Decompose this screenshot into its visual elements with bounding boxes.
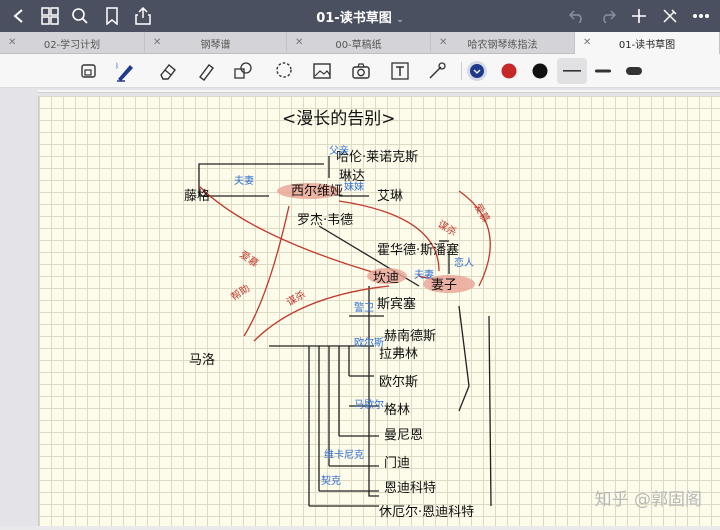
stroke-medium[interactable] — [590, 58, 616, 84]
node-label: 格林 — [384, 402, 410, 418]
color-swatch-blue[interactable] — [464, 58, 490, 84]
grid-icon[interactable] — [39, 5, 61, 27]
shapes-icon[interactable] — [230, 58, 256, 84]
tab-label: 01-读书草图 — [618, 39, 676, 51]
bookmark-icon[interactable] — [101, 5, 123, 27]
node-label: 藤格 — [184, 188, 210, 204]
red-note: 谋杀 — [436, 217, 460, 238]
node-label: 斯宾塞 — [377, 296, 416, 312]
node-label: 霍华德·斯潘塞 — [377, 242, 459, 258]
node-label: 琳达 — [339, 169, 365, 184]
blue-note: 警卫 — [354, 301, 374, 314]
blue-note: 父亲 — [329, 144, 349, 157]
highlight-oval — [367, 268, 407, 284]
page-edge — [38, 90, 720, 93]
tab-bar: ✕ 02-学习计划 ✕ 钢琴谱 ✕ 00-草稿纸 ✕ 哈农钢琴练指法 ✕ 01-读书草图 — [0, 32, 720, 54]
node-label: 赫南德斯 — [384, 328, 436, 344]
drawing-toolbar: ᛒ — [0, 54, 720, 88]
blue-note: 契克 — [321, 474, 341, 487]
back-icon[interactable] — [8, 5, 30, 27]
red-note: 帮助 — [228, 281, 252, 303]
redo-icon[interactable] — [597, 5, 619, 27]
tab-draft-paper[interactable]: ✕ 00-草稿纸 — [287, 32, 431, 54]
pen-icon[interactable]: ᛒ — [113, 58, 139, 84]
watermark: 知乎 @郭固阁 — [594, 490, 702, 510]
node-label: 艾琳 — [377, 189, 403, 204]
tab-label: 哈农钢琴练指法 — [467, 39, 538, 51]
edit-icon[interactable] — [659, 5, 681, 27]
tab-label: 钢琴谱 — [200, 39, 231, 51]
red-note: 谋杀 — [284, 287, 308, 308]
tab-label: 00-草稿纸 — [335, 39, 382, 51]
search-icon[interactable] — [69, 5, 91, 27]
red-note: 爱慕 — [471, 201, 492, 225]
note-title: <漫长的告别> — [282, 109, 396, 129]
node-label: 欧尔斯 — [379, 375, 418, 390]
note-page[interactable]: <漫长的告别> — [38, 96, 720, 526]
close-icon[interactable]: ✕ — [295, 37, 304, 48]
blue-note: 妹妹 — [344, 181, 364, 193]
stroke-thin-selected[interactable] — [557, 58, 587, 84]
share-icon[interactable] — [132, 5, 154, 27]
color-swatch-red[interactable] — [496, 58, 522, 84]
blue-note: 维卡尼克 — [324, 448, 364, 461]
node-label: 马洛 — [189, 353, 215, 368]
node-label: 拉弗林 — [379, 347, 418, 362]
tab-hanon[interactable]: ✕ 哈农钢琴练指法 — [431, 32, 575, 54]
tab-study-plan[interactable]: ✕ 02-学习计划 — [0, 32, 145, 54]
tab-piano-score[interactable]: ✕ 钢琴谱 — [145, 32, 287, 54]
document-title[interactable]: 01-读书草图 ⌄ — [0, 7, 720, 26]
highlight-oval — [277, 183, 341, 199]
undo-icon[interactable] — [566, 5, 588, 27]
plus-icon[interactable] — [628, 5, 650, 27]
eraser-icon[interactable] — [155, 58, 181, 84]
highlighter-icon[interactable] — [193, 58, 219, 84]
blue-note: 马歇尔 — [354, 398, 384, 411]
app-top-bar: 01-读书草图 ⌄ — [0, 0, 720, 32]
more-icon[interactable] — [690, 5, 712, 27]
node-label: 西尔维娅 — [291, 184, 343, 199]
chevron-down-icon: ⌄ — [396, 15, 404, 25]
tab-reading-sketch[interactable]: ✕ 01-读书草图 — [575, 32, 720, 54]
close-icon[interactable]: ✕ — [8, 37, 17, 48]
node-label: 休厄尔·恩迪科特 — [379, 505, 474, 520]
node-label: 坎迪 — [373, 271, 399, 286]
node-label: 门迪 — [384, 456, 410, 471]
mind-map: <漫长的告别> — [184, 109, 493, 520]
close-icon[interactable]: ✕ — [439, 37, 448, 48]
blue-note: 恋人 — [454, 256, 474, 269]
close-icon[interactable]: ✕ — [583, 37, 592, 48]
laser-icon[interactable] — [424, 58, 450, 84]
image-icon[interactable] — [309, 58, 335, 84]
node-label: 哈伦·莱诺克斯 — [336, 150, 418, 165]
tab-label: 02-学习计划 — [43, 39, 101, 51]
svg-text:ᛒ: ᛒ — [115, 62, 119, 70]
camera-icon[interactable] — [348, 58, 374, 84]
toolbar-divider — [461, 62, 462, 80]
highlight-oval — [423, 275, 475, 293]
red-links — [198, 185, 491, 342]
node-label: 罗杰·韦德 — [297, 213, 353, 228]
node-label: 妻子 — [431, 278, 457, 293]
red-note: 爱慕 — [237, 248, 261, 270]
text-icon[interactable] — [387, 58, 413, 84]
blue-note: 夫妻 — [414, 268, 434, 281]
document-title-text: 01-读书草图 — [316, 11, 392, 26]
close-icon[interactable]: ✕ — [153, 37, 162, 48]
blue-note: 欧尔斯 — [354, 336, 384, 349]
canvas-area: <漫长的告别> — [0, 88, 720, 526]
color-swatch-black[interactable] — [527, 58, 553, 84]
node-label: 恩迪科特 — [384, 481, 436, 496]
lasso-icon[interactable] — [271, 58, 297, 84]
zoom-tool-icon[interactable] — [76, 58, 102, 84]
stroke-thick[interactable] — [621, 58, 647, 84]
node-label: 曼尼恩 — [384, 428, 423, 443]
blue-note: 夫妻 — [234, 174, 254, 187]
